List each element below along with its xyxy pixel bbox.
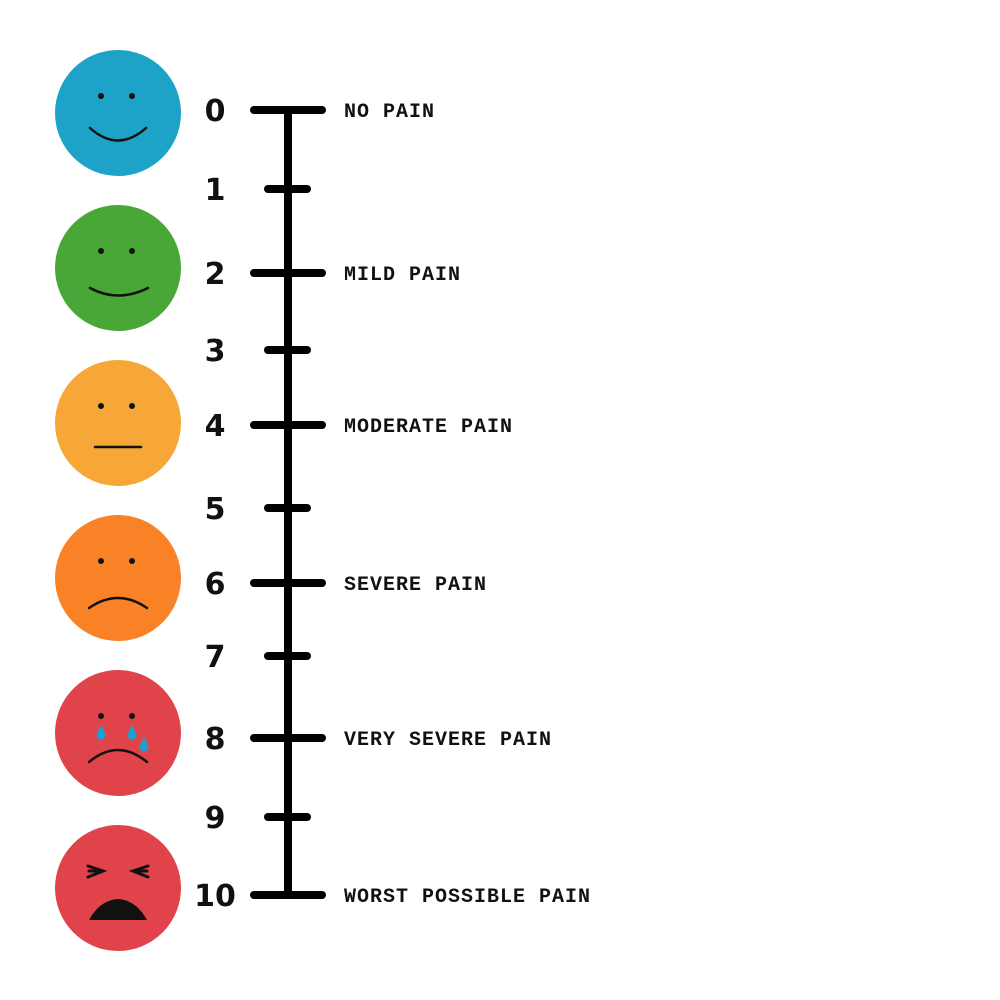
mouth	[88, 126, 148, 142]
tear	[127, 725, 137, 740]
scale-number: 3	[205, 334, 226, 369]
eye	[129, 713, 135, 719]
scale-number: 9	[205, 801, 226, 836]
open-mouth	[89, 899, 147, 920]
scale-label: WORST POSSIBLE PAIN	[344, 886, 591, 909]
scale-number: 8	[205, 722, 226, 757]
eye	[129, 558, 135, 564]
scale-label: MILD PAIN	[344, 264, 461, 287]
face-circle	[55, 360, 181, 486]
eye	[98, 558, 104, 564]
eye	[98, 713, 104, 719]
face-crying-icon	[55, 670, 181, 796]
scale-number: 0	[205, 94, 226, 129]
eye	[129, 248, 135, 254]
face-slight-smile-icon	[55, 205, 181, 331]
scale-number: 7	[205, 640, 226, 675]
scale-label: MODERATE PAIN	[344, 416, 513, 439]
eye	[98, 403, 104, 409]
scale-number: 4	[205, 409, 226, 444]
face-anguish-icon	[55, 825, 181, 951]
scale-label: NO PAIN	[344, 101, 435, 124]
tear	[139, 737, 149, 752]
face-circle	[55, 205, 181, 331]
face-neutral-icon	[55, 360, 181, 486]
scale-label: SEVERE PAIN	[344, 574, 487, 597]
tear	[96, 725, 106, 740]
scale-number: 10	[194, 879, 236, 914]
squint-eye	[128, 864, 150, 879]
eye	[129, 403, 135, 409]
squint-eye	[86, 864, 108, 879]
mouth	[87, 748, 149, 764]
eye	[129, 93, 135, 99]
mouth	[87, 596, 149, 610]
eye	[98, 93, 104, 99]
eye	[98, 248, 104, 254]
face-frown-icon	[55, 515, 181, 641]
scale-number: 5	[205, 492, 226, 527]
scale-number: 6	[205, 567, 226, 602]
scale-number: 1	[205, 173, 226, 208]
face-circle	[55, 670, 181, 796]
face-smile-icon	[55, 50, 181, 176]
scale-number: 2	[205, 257, 226, 292]
scale-label: VERY SEVERE PAIN	[344, 729, 552, 752]
face-circle	[55, 50, 181, 176]
mouth	[88, 286, 150, 297]
face-circle	[55, 825, 181, 951]
face-circle	[55, 515, 181, 641]
